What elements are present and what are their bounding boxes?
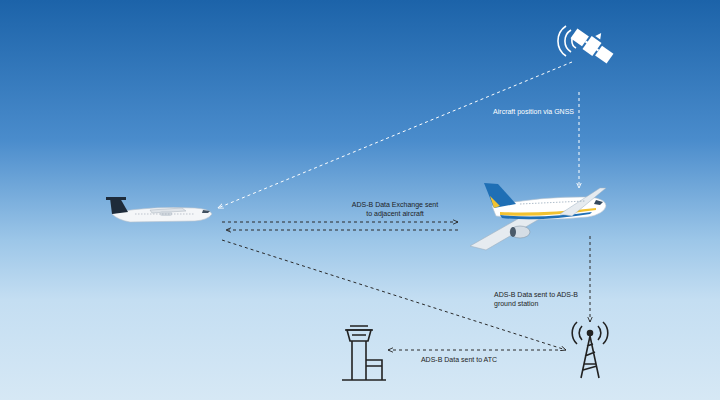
satellite-icon-part bbox=[595, 31, 603, 39]
jet-airliner-part bbox=[594, 200, 603, 205]
turboprop-aircraft-part bbox=[112, 208, 212, 223]
turboprop-aircraft-part bbox=[106, 197, 126, 200]
signal-lines-part bbox=[226, 230, 458, 231]
signal-lines-part bbox=[218, 62, 572, 208]
jet-airliner-part bbox=[484, 183, 516, 208]
jet-airliner-part bbox=[500, 212, 592, 219]
turboprop-aircraft-part bbox=[110, 198, 128, 214]
jet-airliner-part bbox=[520, 201, 585, 204]
ground-station-antenna-part bbox=[603, 322, 608, 344]
jet-airliner-part bbox=[560, 188, 606, 216]
signal-waves-part bbox=[565, 30, 571, 52]
ground-station-antenna-part bbox=[598, 326, 601, 340]
ground-station-antenna-part bbox=[581, 336, 599, 378]
atc-tower-icon-part bbox=[345, 326, 373, 335]
ground-station-antenna-part bbox=[588, 331, 593, 336]
jet-airliner bbox=[470, 183, 606, 250]
turboprop-aircraft-part bbox=[135, 214, 195, 215]
turboprop-aircraft-part bbox=[160, 211, 172, 216]
turboprop-aircraft-part bbox=[202, 210, 210, 213]
atc-label: ADS-B Data sent to ATC bbox=[404, 356, 514, 365]
atc-tower-icon-part bbox=[366, 360, 382, 380]
signal-waves-part bbox=[572, 34, 576, 48]
ground-station-label: ADS-B Data sent to ADS-B ground station bbox=[494, 291, 584, 309]
atc-tower-icon bbox=[342, 326, 386, 380]
signal-lines-part bbox=[388, 350, 558, 351]
gnss-label: Aircraft position via GNSS bbox=[470, 108, 574, 117]
signal-waves-part bbox=[558, 26, 566, 56]
turboprop-aircraft bbox=[106, 197, 212, 222]
ground-station-antenna-part bbox=[579, 326, 582, 340]
satellite-icon-part bbox=[595, 46, 613, 64]
signal-lines-part bbox=[590, 236, 591, 322]
satellite-icon-part bbox=[585, 41, 598, 50]
jet-airliner-part bbox=[510, 226, 530, 238]
satellite-icon bbox=[569, 20, 619, 65]
exchange-label: ADS-B Data Exchange sent to adjacent air… bbox=[350, 201, 440, 219]
atc-tower-icon-part bbox=[342, 379, 386, 381]
signal-lines-part bbox=[222, 222, 458, 223]
signal-waves bbox=[558, 26, 576, 56]
ground-station-antenna bbox=[572, 322, 608, 378]
jet-airliner-part bbox=[510, 227, 516, 237]
ground-station-antenna-part bbox=[572, 322, 577, 344]
atc-tower-icon-part bbox=[352, 341, 366, 380]
signal-lines-part bbox=[579, 92, 580, 188]
satellite-icon-part bbox=[582, 36, 601, 56]
jet-airliner-part bbox=[490, 196, 500, 208]
